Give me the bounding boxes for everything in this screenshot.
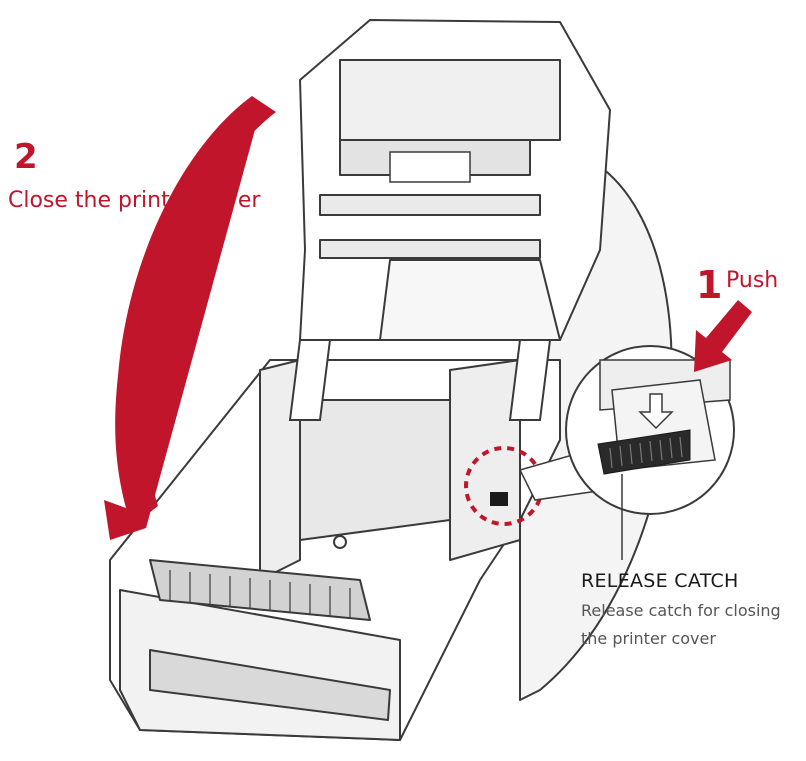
printer-base xyxy=(109,159,673,741)
release-catch-desc-line-1: Release catch for closing xyxy=(581,601,781,620)
release-catch-desc-line-2: the printer cover xyxy=(581,629,716,648)
release-catch-title: RELEASE CATCH xyxy=(581,570,739,592)
step-1-number: 1 xyxy=(696,263,723,307)
release-catch-zoom xyxy=(565,345,735,515)
down-arrow-icon xyxy=(638,393,674,430)
diagonal-arrow-icon xyxy=(694,300,752,372)
paper-spindle xyxy=(333,535,347,549)
release-catch-part xyxy=(490,492,508,506)
step-2-text: Close the printer cover xyxy=(8,188,261,213)
curved-arrow-body xyxy=(104,96,276,540)
cover-hinges xyxy=(288,339,552,421)
step-2-number: 2 xyxy=(14,137,38,177)
step-1-text: Push xyxy=(726,268,779,293)
curved-arrow-icon xyxy=(110,104,262,540)
cover-label xyxy=(389,151,471,183)
platen-slats xyxy=(169,570,351,618)
